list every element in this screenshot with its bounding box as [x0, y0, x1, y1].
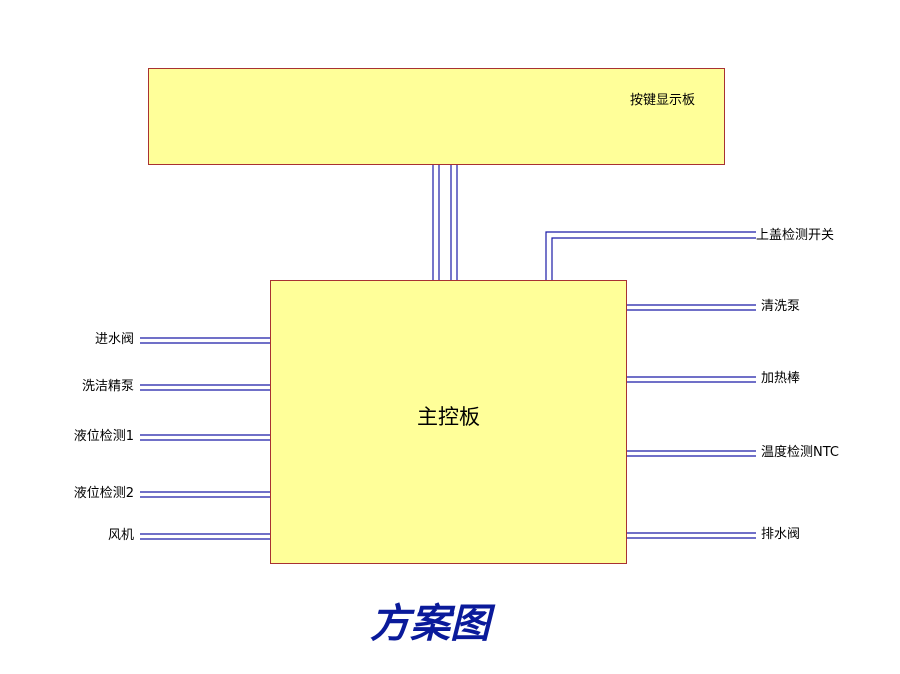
label-heater-rod: 加热棒	[761, 371, 801, 386]
page-title: 方案图	[370, 600, 490, 647]
label-level-sensor-1: 液位检测1	[73, 429, 134, 444]
label-detergent-pump: 洗洁精泵	[81, 379, 134, 394]
label-ntc-sensor: 温度检测NTC	[761, 445, 839, 460]
wire-right-1	[551, 237, 756, 280]
main-board-title: 主控板	[417, 405, 480, 429]
label-inlet-valve: 进水阀	[94, 332, 134, 347]
label-lid-switch: 上盖检测开关	[756, 228, 835, 243]
key-display-panel	[148, 68, 725, 165]
main-control-board	[270, 280, 627, 564]
label-drain-valve: 排水阀	[761, 527, 801, 542]
label-level-sensor-2: 液位检测2	[73, 486, 134, 501]
label-wash-pump: 清洗泵	[761, 299, 801, 314]
wire-right-1	[545, 231, 756, 280]
label-fan: 风机	[107, 528, 134, 543]
panel-title: 按键显示板	[630, 93, 696, 108]
